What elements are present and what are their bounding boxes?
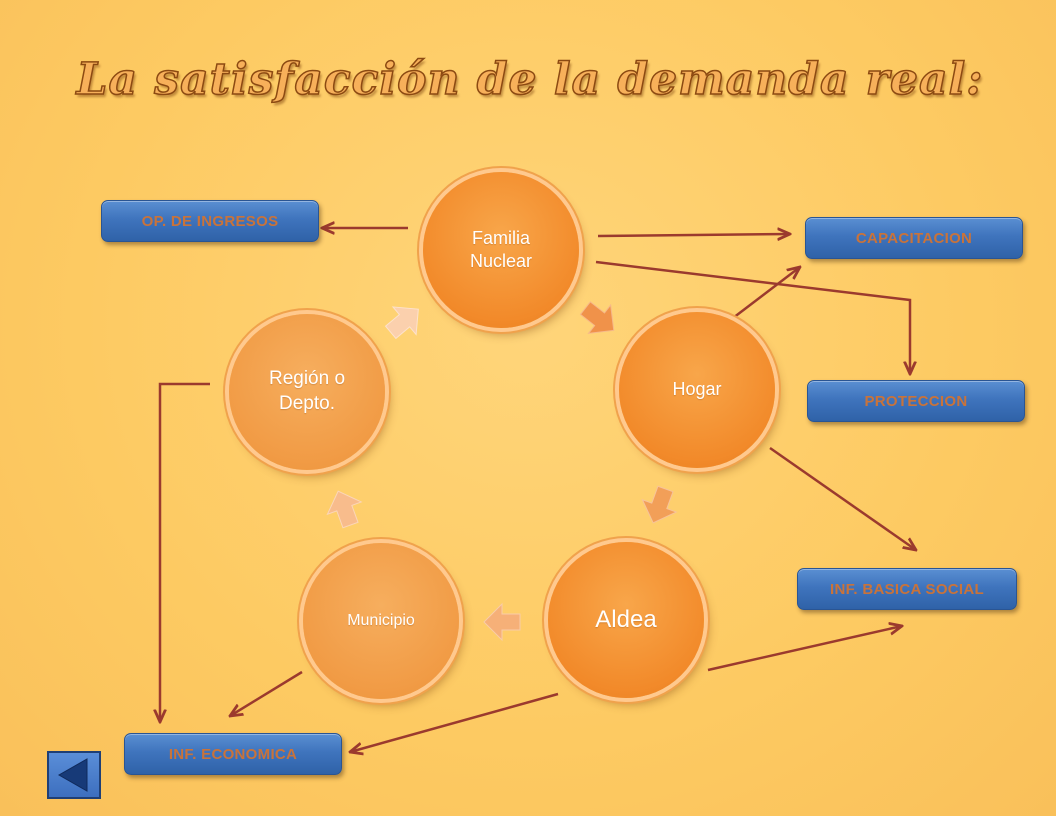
- circle-label-aldea: Aldea: [595, 606, 657, 634]
- back-button[interactable]: [47, 751, 101, 799]
- connector-municipio-economica: [230, 670, 303, 716]
- outcome-connectors: [160, 228, 916, 752]
- cycle-arrow-aldea-municipio: [483, 602, 521, 642]
- tag-proteccion: PROTECCION: [807, 380, 1025, 422]
- circle-hogar: Hogar: [619, 312, 775, 468]
- connector-aldea-economica: [350, 692, 559, 752]
- tag-capacitacion: CAPACITACION: [805, 217, 1023, 259]
- connector-region-economica: [160, 382, 210, 722]
- circle-municipio: Municipio: [303, 543, 459, 699]
- circle-aldea: Aldea: [548, 542, 704, 698]
- circle-familia-nuclear: Familia Nuclear: [423, 172, 579, 328]
- circle-label-hogar: Hogar: [672, 379, 722, 400]
- connector-hogar-basica-social: [769, 446, 916, 550]
- connector-familia-proteccion: [595, 260, 910, 374]
- connector-aldea-basica-social: [707, 626, 902, 672]
- connector-hogar-capacitacion: [732, 267, 800, 319]
- tag-inf-basica-social: INF. BASICA SOCIAL: [797, 568, 1017, 610]
- connector-familia-capacitacion: [597, 234, 790, 236]
- circle-label-familia: Familia Nuclear: [469, 227, 533, 271]
- cycle-arrow-hogar-aldea: [641, 485, 678, 524]
- cycle-arrow-region-familia: [384, 306, 419, 340]
- cycle-arrows: [326, 301, 678, 642]
- tag-inf-economica: INF. ECONOMICA: [124, 733, 342, 775]
- cycle-arrow-familia-hogar: [579, 301, 615, 335]
- circle-label-region: Región o Depto.: [268, 368, 346, 414]
- cycle-arrow-municipio-region: [326, 490, 363, 529]
- circle-region: Región o Depto.: [229, 314, 385, 470]
- back-arrow-icon: [57, 758, 88, 792]
- circle-label-municipio: Municipio: [347, 611, 415, 629]
- slide-title: La satisfacción de la demanda real:: [76, 53, 984, 106]
- tag-op-ingresos: OP. DE INGRESOS: [101, 200, 319, 242]
